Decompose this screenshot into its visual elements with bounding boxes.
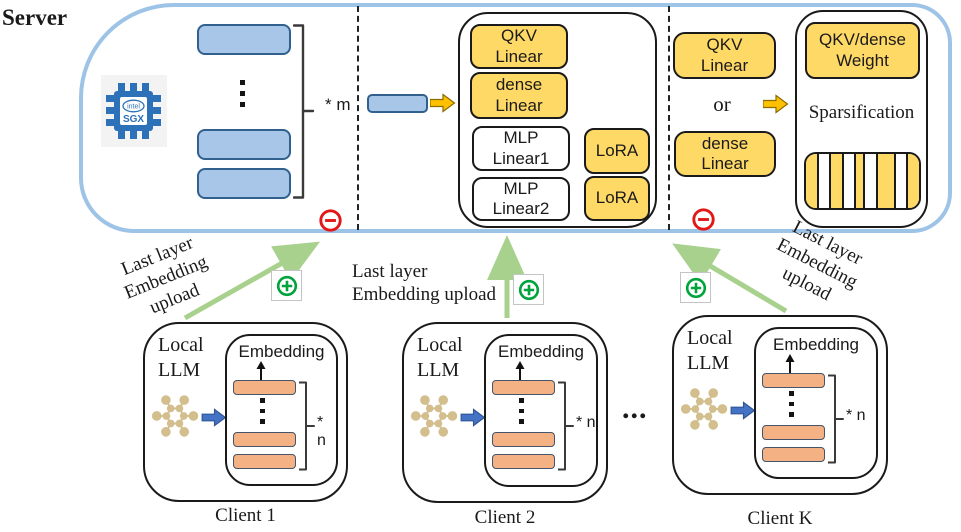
- client-box-2: Local LLM Embedding: [402, 322, 608, 503]
- client-llm-stack-box: Embedding * n: [754, 327, 878, 479]
- sparsify-arrow-icon: [763, 94, 789, 114]
- server-panel-divider-2: [668, 6, 670, 230]
- minus-noise-icon-2: [692, 208, 715, 231]
- mlp-linear1-box: MLP Linear1: [472, 126, 570, 171]
- qkv-linear-box: QKV Linear: [470, 24, 568, 69]
- client-stack-brace: [558, 381, 574, 471]
- intel-sgx-chip-icon: intel SGX: [101, 75, 167, 147]
- plus-noise-icon-1: [271, 270, 302, 301]
- embedding-label: Embedding: [238, 342, 325, 361]
- minus-noise-icon-1: [319, 209, 342, 232]
- layer-count-m: * m: [325, 95, 351, 114]
- single-layer-rect: [367, 94, 428, 113]
- client-layer-rect-2: [233, 432, 296, 447]
- server-layer-rect-1: [197, 24, 291, 55]
- transformer-block-box: QKV Linear dense Linear MLP Linear1 LoRA…: [458, 12, 657, 228]
- embedding-label: Embedding: [772, 335, 859, 354]
- lora-adapter-box-2: LoRA: [584, 176, 650, 221]
- client-stack-brace: [299, 381, 315, 471]
- client-llm-stack-box: Embedding * n: [225, 334, 338, 486]
- sparsification-box: QKV/dense Weight Sparsification: [795, 10, 928, 228]
- embedding-output-arrow-icon: [256, 361, 266, 381]
- svg-text:SGX: SGX: [123, 114, 144, 125]
- client-llm-stack-box: Embedding * n: [484, 334, 598, 487]
- client-layer-rect-1: [492, 380, 555, 395]
- sparsification-label: Sparsification: [808, 102, 915, 123]
- client-layers-ellipsis: [789, 391, 794, 417]
- client-layers-ellipsis: [260, 398, 265, 424]
- server-panel-divider-1: [357, 6, 359, 230]
- server-layer-rect-2: [197, 129, 291, 160]
- client-name-2: Client 2: [474, 507, 536, 528]
- llm-forward-arrow-icon: [730, 401, 756, 420]
- embedding-output-arrow-icon: [785, 354, 795, 374]
- qkv-linear-choice-box: QKV Linear: [673, 32, 776, 79]
- client-layer-rect-1: [762, 373, 825, 388]
- dense-linear-box: dense Linear: [470, 72, 568, 119]
- or-label: or: [713, 92, 731, 116]
- llm-forward-arrow-icon: [460, 408, 486, 427]
- local-llm-label: Local LLM: [417, 334, 463, 381]
- server-layer-rect-3: [197, 168, 291, 199]
- upload-label-client2: Last layer Embedding upload: [352, 261, 497, 306]
- molecule-llm-icon: [680, 388, 728, 430]
- client-box-K: Local LLM Embedding: [672, 315, 888, 495]
- client-layer-rect-2: [492, 432, 555, 447]
- local-llm-label: Local LLM: [158, 334, 204, 381]
- client-layer-rect-3: [762, 447, 825, 462]
- svg-text:intel: intel: [127, 104, 140, 111]
- client-layer-rect-3: [492, 454, 555, 469]
- lora-adapter-box-1: LoRA: [584, 128, 650, 174]
- embedding-label: Embedding: [497, 342, 584, 361]
- sparse-weight-matrix: [804, 152, 921, 210]
- client-name-1: Client 1: [215, 505, 276, 526]
- client-layer-rect-3: [233, 454, 296, 469]
- embedding-output-arrow-icon: [515, 361, 525, 381]
- molecule-llm-icon: [151, 395, 199, 437]
- layer-count-n: * n: [846, 407, 866, 424]
- layer-stack-brace: [293, 24, 315, 199]
- server-layers-ellipsis: [240, 80, 245, 107]
- upload-label-client1: Last layer Embedding upload: [118, 232, 211, 319]
- client-name-K: Client K: [747, 508, 813, 529]
- plus-noise-icon-2: [513, 274, 544, 305]
- client-stack-brace: [828, 374, 844, 464]
- llm-forward-arrow-icon: [201, 408, 227, 427]
- qkv-dense-weight-box: QKV/dense Weight: [805, 22, 920, 79]
- client-layers-ellipsis: [519, 398, 524, 424]
- expand-arrow-icon: [430, 93, 456, 113]
- client-box-1: Local LLM Embedding: [143, 322, 348, 502]
- client-layer-rect-2: [762, 425, 825, 440]
- client-layer-rect-1: [233, 380, 296, 395]
- molecule-llm-icon: [410, 395, 458, 437]
- mlp-linear2-box: MLP Linear2: [472, 177, 570, 221]
- layer-count-n: * n: [317, 414, 326, 449]
- server-title: Server: [2, 5, 68, 30]
- local-llm-label: Local LLM: [687, 327, 733, 374]
- plus-noise-icon-3: [680, 272, 711, 303]
- clients-ellipsis: ...: [622, 392, 648, 425]
- layer-count-n: * n: [576, 414, 596, 431]
- dense-linear-choice-box: dense Linear: [674, 131, 776, 177]
